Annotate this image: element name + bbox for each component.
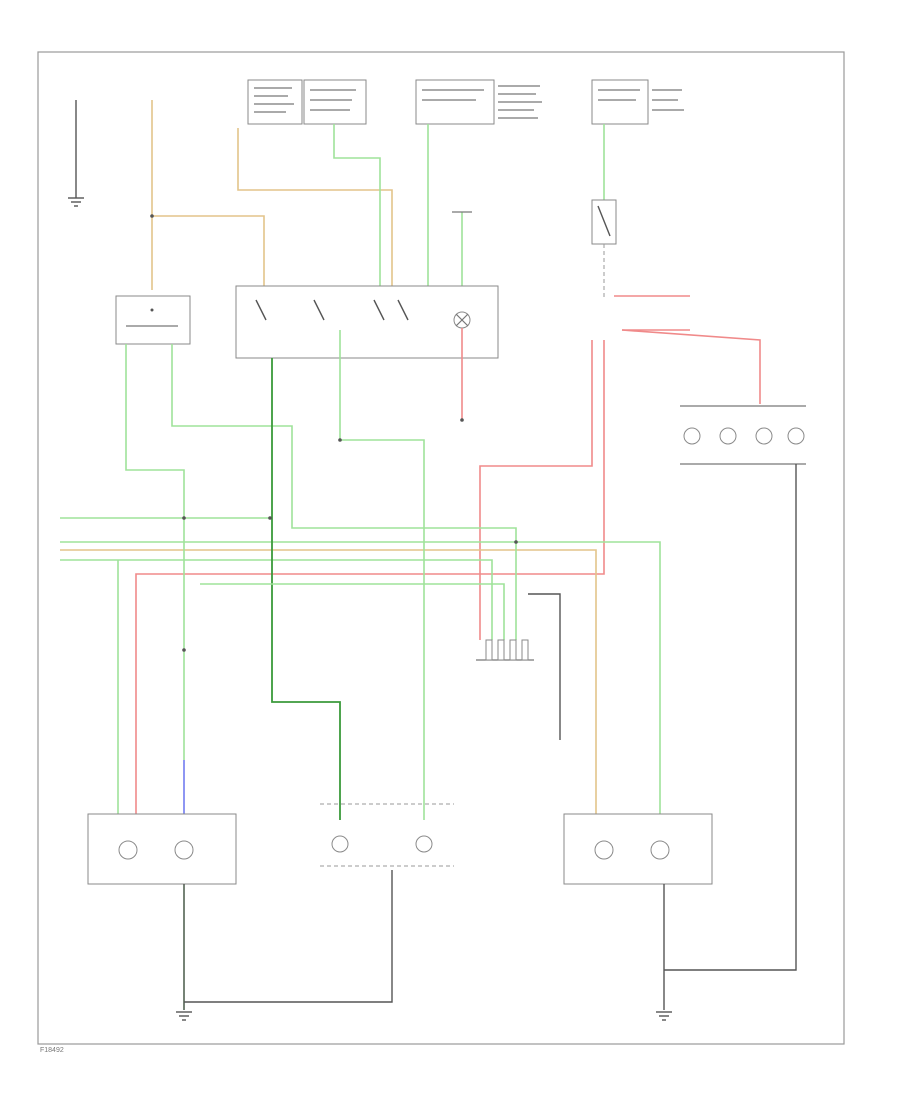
left-tail-lamp-box <box>87 813 237 885</box>
left-green-down <box>125 344 185 1010</box>
lamp-row-bulbs <box>683 427 805 445</box>
bus-splice-5 <box>182 648 186 652</box>
right-tail-lamps <box>594 840 670 860</box>
license-lamps <box>331 835 433 853</box>
middle-green-wire <box>171 344 517 640</box>
top-box-labels <box>254 85 684 119</box>
splice-dot <box>150 214 154 218</box>
diagram-border <box>37 51 845 1045</box>
dark-green-switch-out <box>271 358 341 820</box>
red-trailer-wire-1 <box>479 340 593 640</box>
ground-symbol-bottom-right <box>656 1011 672 1021</box>
figure-id: F18492 <box>40 1047 64 1054</box>
red-trailer-wire-2 <box>135 340 605 820</box>
bus-splice-4 <box>514 540 518 544</box>
black-trailer-ground <box>528 593 561 740</box>
tan-switch-wire <box>237 128 393 290</box>
bus-green-2 <box>60 541 661 820</box>
license-lamp-ground <box>184 870 393 1003</box>
bus-tan <box>60 549 597 820</box>
left-tail-lamps <box>118 840 194 860</box>
green-cross <box>200 583 505 640</box>
hot-in-run-box <box>415 79 495 125</box>
bus-splice-1 <box>182 516 186 520</box>
green-switch-wire <box>333 124 381 290</box>
bus-green-3 <box>60 559 493 640</box>
tan-branch-wire <box>152 215 265 290</box>
trailer-connector <box>476 639 534 661</box>
bus-splice-3 <box>338 438 342 442</box>
right-tail-lamp-box <box>563 813 713 885</box>
flasher-contact <box>597 205 611 237</box>
hot-at-all-times-box <box>303 79 367 125</box>
bus-splice-2 <box>268 516 272 520</box>
indicator-ground-dot <box>460 418 464 422</box>
connector-box-1 <box>247 79 303 125</box>
ground-symbol-bottom-left <box>176 1011 192 1021</box>
red-to-lamps-wire <box>621 329 761 404</box>
right-black-return <box>664 464 797 971</box>
green-license-wire <box>339 330 425 820</box>
turn-switch-pivot <box>150 308 154 312</box>
ground-symbol-left <box>68 197 84 207</box>
hot-at-all-times-right-box <box>591 79 649 125</box>
turn-signal-switch-box <box>115 295 191 345</box>
headlamp-switch-contacts <box>255 299 471 329</box>
